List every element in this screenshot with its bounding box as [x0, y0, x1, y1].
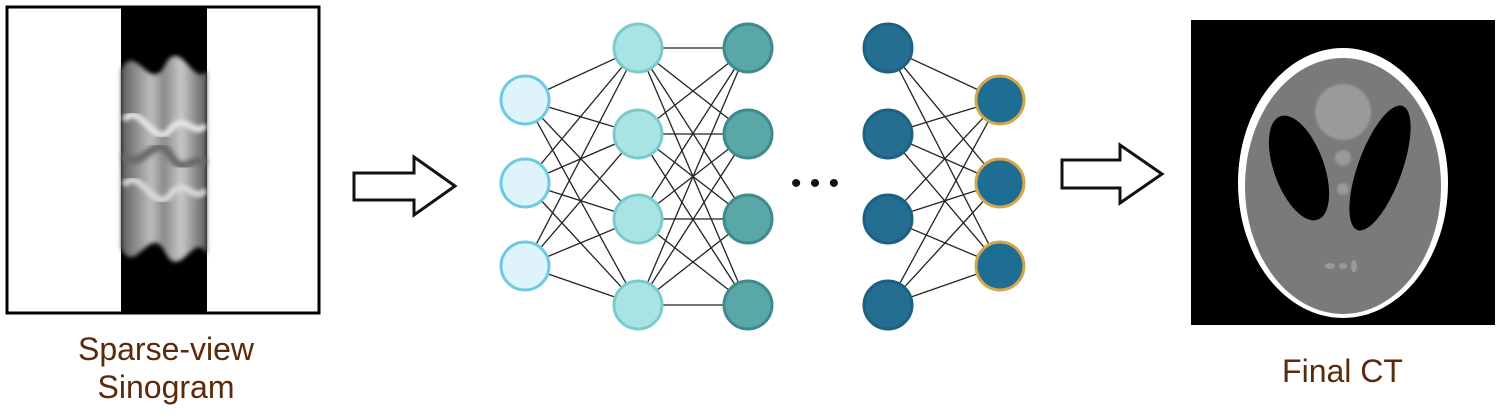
network-node — [722, 193, 774, 245]
network-edge — [887, 47, 1001, 267]
network-edge — [887, 99, 1001, 220]
network-edge — [637, 47, 749, 306]
network-node — [499, 157, 551, 209]
network-node — [499, 240, 551, 292]
sinogram-image — [5, 5, 321, 315]
network-connections — [524, 47, 1001, 306]
network-node — [722, 108, 774, 160]
sinogram-caption: Sparse-view Sinogram — [30, 330, 302, 406]
sinogram-caption-line2: Sinogram — [97, 369, 235, 405]
network-edge — [524, 99, 639, 220]
network-node — [862, 22, 914, 74]
sinogram-caption-line1: Sparse-view — [77, 331, 255, 367]
network-edge — [524, 182, 639, 306]
ellipsis-text: • • • — [791, 167, 839, 200]
network-node — [974, 74, 1026, 126]
network-node — [612, 108, 664, 160]
network-node — [499, 74, 551, 126]
network-node — [862, 279, 914, 331]
network-edge — [637, 47, 749, 220]
network-node — [722, 279, 774, 331]
ct-phantom-image — [1191, 20, 1495, 325]
network-edge — [637, 133, 749, 306]
network-nodes — [499, 22, 1026, 331]
network-node — [612, 279, 664, 331]
ct-caption: Final CT — [1282, 353, 1403, 389]
network-node — [722, 22, 774, 74]
right-arrow-icon — [1060, 142, 1165, 206]
network-node — [974, 157, 1026, 209]
network-edge — [524, 133, 639, 267]
network-node — [862, 193, 914, 245]
network-edge — [524, 47, 639, 267]
network-node — [612, 193, 664, 245]
network-edge — [524, 47, 639, 184]
network-node — [612, 22, 664, 74]
network-edge — [887, 182, 1001, 306]
network-edge — [887, 99, 1001, 306]
network-edge — [887, 47, 1001, 184]
network-edge — [524, 99, 639, 306]
network-node — [862, 108, 914, 160]
right-arrow-icon — [352, 154, 458, 218]
network-node — [974, 240, 1026, 292]
network-edge — [887, 133, 1001, 267]
